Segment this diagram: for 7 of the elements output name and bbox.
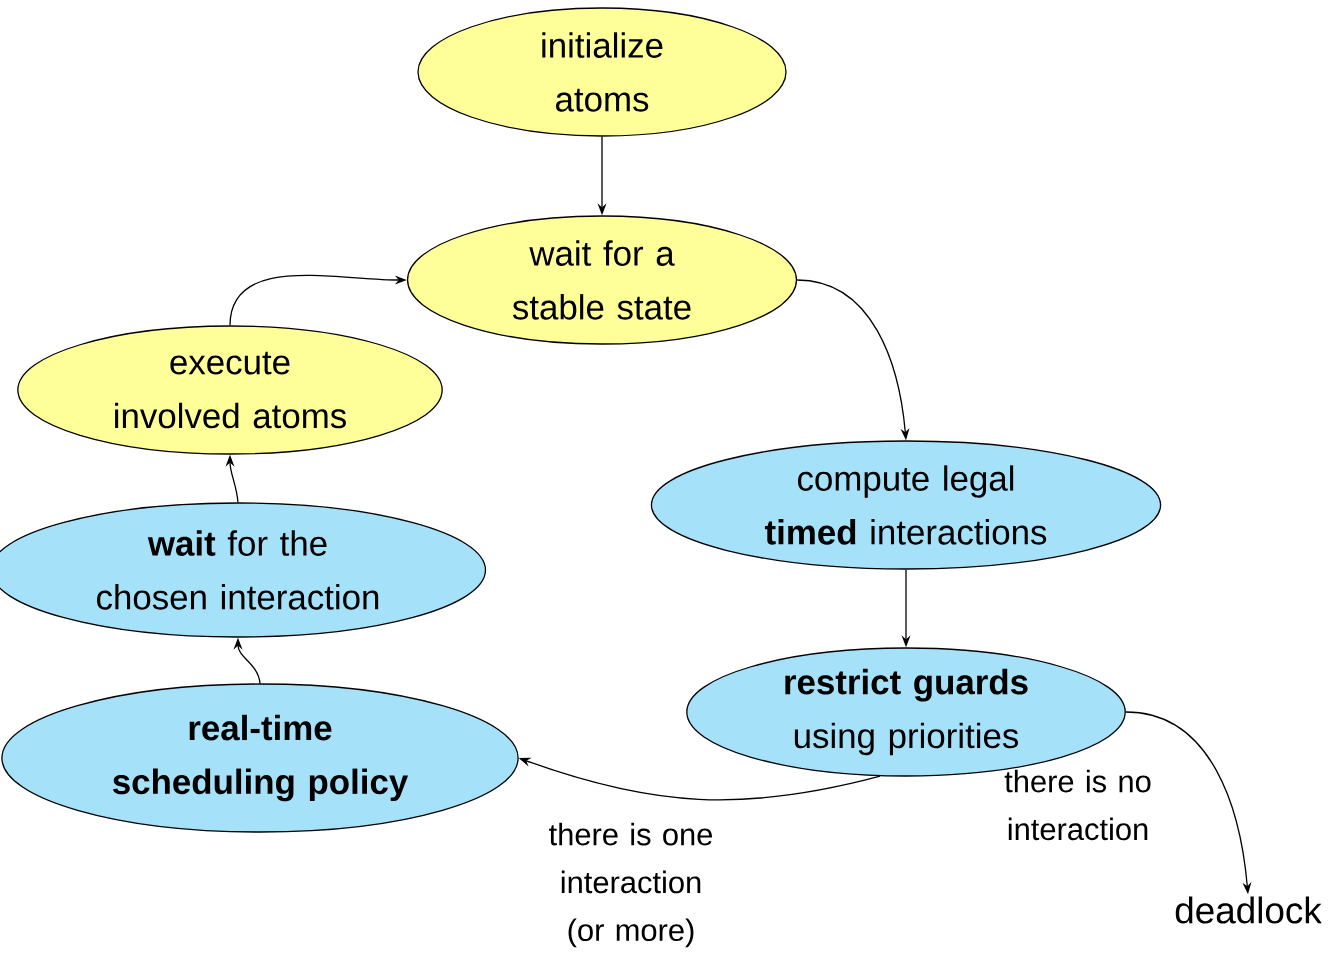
ellipse-node: compute legal timed interactions <box>650 440 1162 570</box>
ellipse-node: execute involved atoms <box>17 325 443 455</box>
end-label: deadlock <box>1175 896 1322 924</box>
ellipse-node: real-time scheduling policy <box>1 683 519 833</box>
ellipse-node: wait for a stable state <box>406 215 798 345</box>
edge-label: there is one interaction (or more) <box>549 822 712 948</box>
ellipse-node: initialize atoms <box>417 7 787 137</box>
